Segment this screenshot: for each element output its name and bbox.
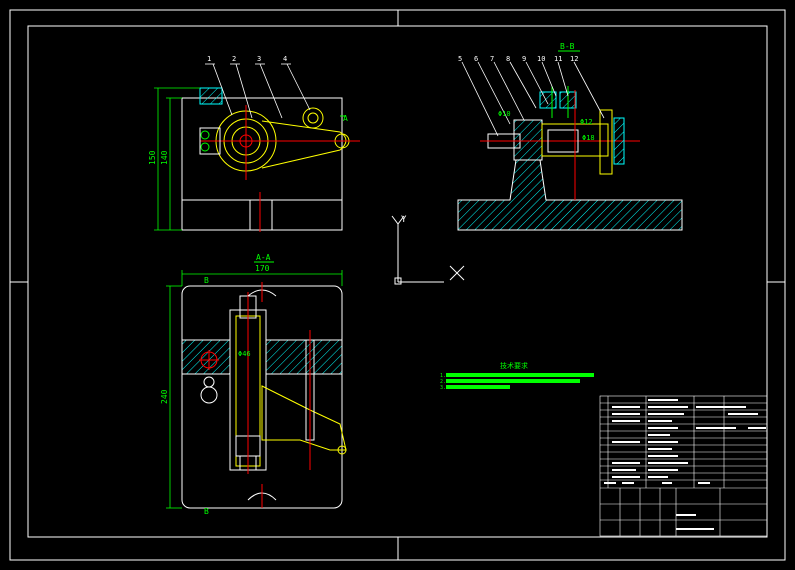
- part-number-6: 6: [474, 55, 478, 63]
- section-marker-b-top: B: [204, 276, 209, 285]
- dim-diam-1: Φ10: [498, 110, 511, 118]
- section-aa-view: A-A Φ46: [160, 253, 347, 516]
- parts-list-table: [599, 395, 768, 537]
- ucs-y-label: Y: [401, 215, 407, 225]
- dim-height-outer: 150: [148, 150, 157, 165]
- section-bb-view: B-B 5 6 7 8 9 10 11: [457, 42, 683, 231]
- section-marker-a: A: [343, 114, 348, 123]
- part-number-3: 3: [257, 55, 261, 63]
- top-view: 1 2 3 4 A 150 140: [148, 55, 360, 232]
- tech-requirements-title: 技术要求: [500, 361, 528, 370]
- part-number-2: 2: [232, 55, 236, 63]
- part-number-7: 7: [490, 55, 494, 63]
- ucs-icon: [391, 215, 465, 285]
- tech-item-3: 3.: [440, 385, 446, 391]
- part-number-4: 4: [283, 55, 287, 63]
- dim-diam-2: Φ12: [580, 118, 593, 126]
- tech-item-2: 2.: [440, 379, 446, 385]
- section-bb-label: B-B: [560, 42, 575, 51]
- dim-width-total: 170: [255, 264, 270, 273]
- dim-height-total: 240: [160, 389, 169, 404]
- parts-list-text-marks: [604, 399, 766, 530]
- aa-dimensions: [166, 270, 343, 509]
- dim-diam-4: Φ46: [238, 350, 251, 358]
- section-marker-b-bottom: B: [204, 507, 209, 516]
- dim-diam-3: Φ18: [582, 134, 595, 142]
- section-aa-label: A-A: [256, 253, 271, 262]
- part-number-10: 10: [537, 55, 545, 63]
- tech-requirements: 技术要求 1. 2. 3.: [440, 361, 594, 391]
- drawing-frame: [9, 9, 786, 561]
- top-dimensions: [154, 87, 200, 231]
- part-number-5: 5: [458, 55, 462, 63]
- part-number-9: 9: [522, 55, 526, 63]
- part-number-1: 1: [207, 55, 211, 63]
- part-number-12: 12: [570, 55, 578, 63]
- part-number-8: 8: [506, 55, 510, 63]
- bb-leaders: [461, 61, 605, 137]
- part-number-11: 11: [554, 55, 562, 63]
- tech-item-1: 1.: [440, 373, 446, 379]
- top-leaders: [205, 63, 311, 119]
- dim-height-inner: 140: [160, 150, 169, 165]
